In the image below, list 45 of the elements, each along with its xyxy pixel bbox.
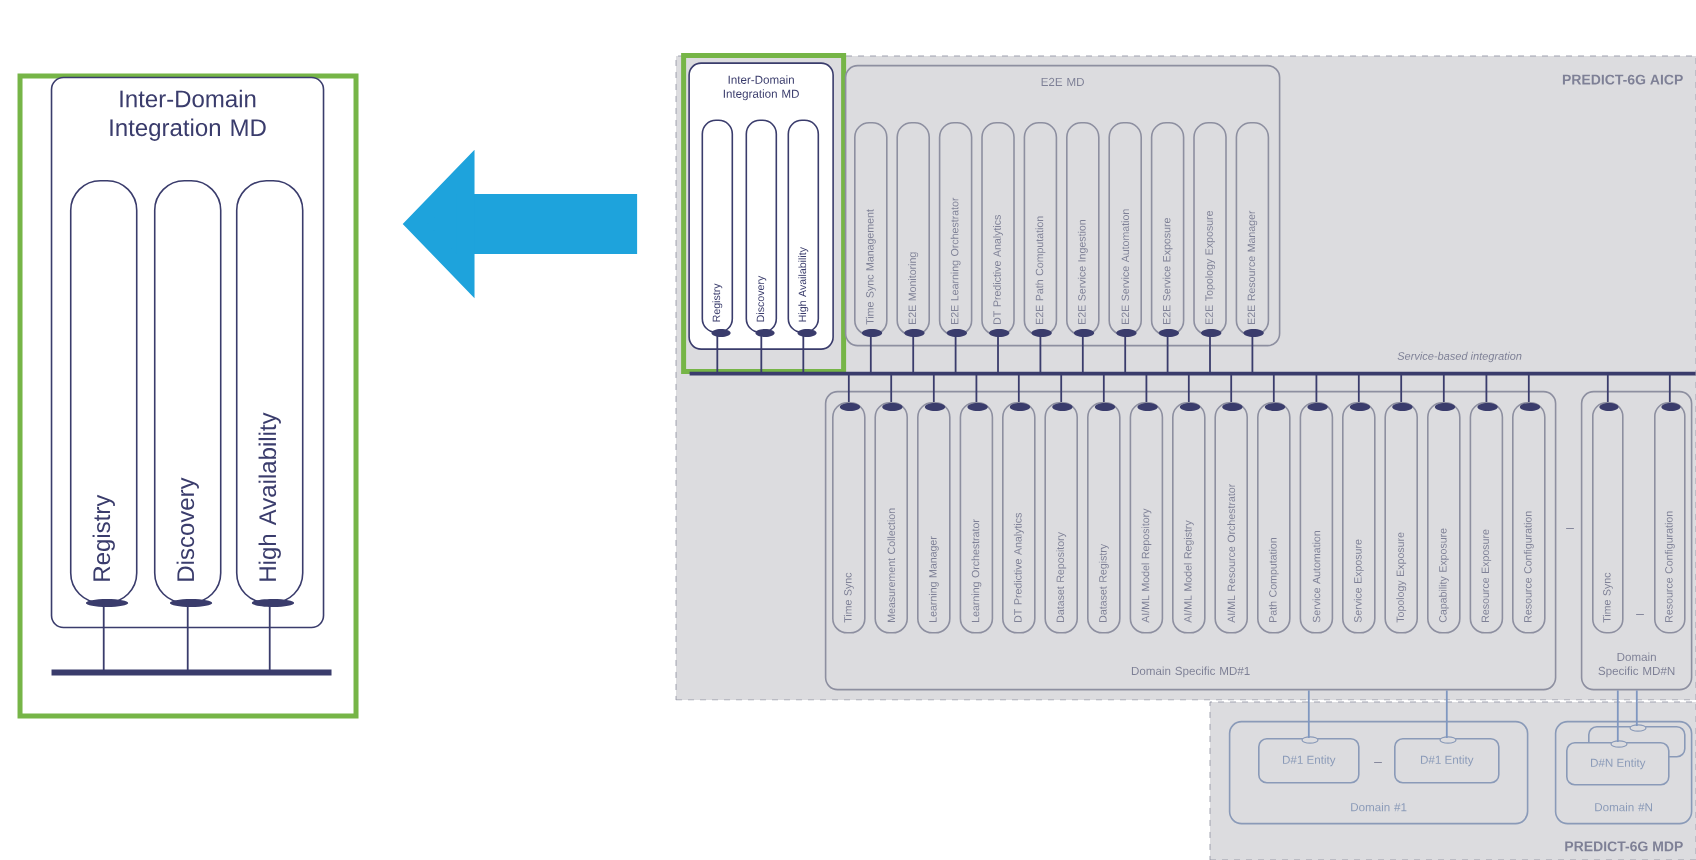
connector-line [975, 372, 978, 403]
connector-line [1635, 689, 1638, 727]
connector-line [1445, 689, 1448, 739]
connector-line [1017, 372, 1020, 403]
connector-line [1442, 372, 1445, 403]
connector-line [847, 372, 850, 403]
module-box: Discovery [153, 179, 222, 607]
connector-line [1187, 372, 1190, 403]
connector-line [1102, 372, 1105, 403]
connector-line [1251, 334, 1254, 375]
connector-line [1209, 334, 1211, 375]
connector-line [802, 332, 805, 375]
connector-line [1272, 372, 1275, 403]
module-box: High Availability [235, 179, 304, 607]
connector-line [1081, 334, 1084, 375]
module-box: Registry [69, 179, 138, 607]
connector-line [997, 334, 999, 375]
connector-line [932, 372, 935, 403]
connector-line [1124, 334, 1127, 375]
connector-line [890, 372, 893, 403]
bus-line [51, 669, 332, 676]
connector-line [869, 334, 872, 375]
connector-line [1307, 689, 1310, 739]
connector-line [1485, 372, 1488, 403]
connector-line [186, 602, 189, 674]
connector-line [1400, 372, 1403, 403]
connector-line [1527, 372, 1530, 403]
connector-line [1606, 372, 1609, 403]
connector-line [954, 334, 957, 375]
connector-line [1166, 334, 1169, 375]
highlight-frame [17, 73, 359, 719]
connector-line [102, 602, 105, 674]
connector-line [1315, 372, 1318, 403]
connector-line [760, 332, 763, 375]
highlight-frame [681, 53, 847, 375]
connector-line [1039, 334, 1042, 375]
connector-line [1616, 689, 1619, 743]
connector-line [1357, 372, 1360, 403]
connector-line [1668, 372, 1671, 403]
connector-line [716, 332, 719, 375]
connector-line [268, 602, 271, 674]
connector-line [1060, 372, 1063, 403]
connector-line [1145, 372, 1148, 403]
connector-line [912, 334, 915, 375]
connector-line [1230, 372, 1233, 403]
